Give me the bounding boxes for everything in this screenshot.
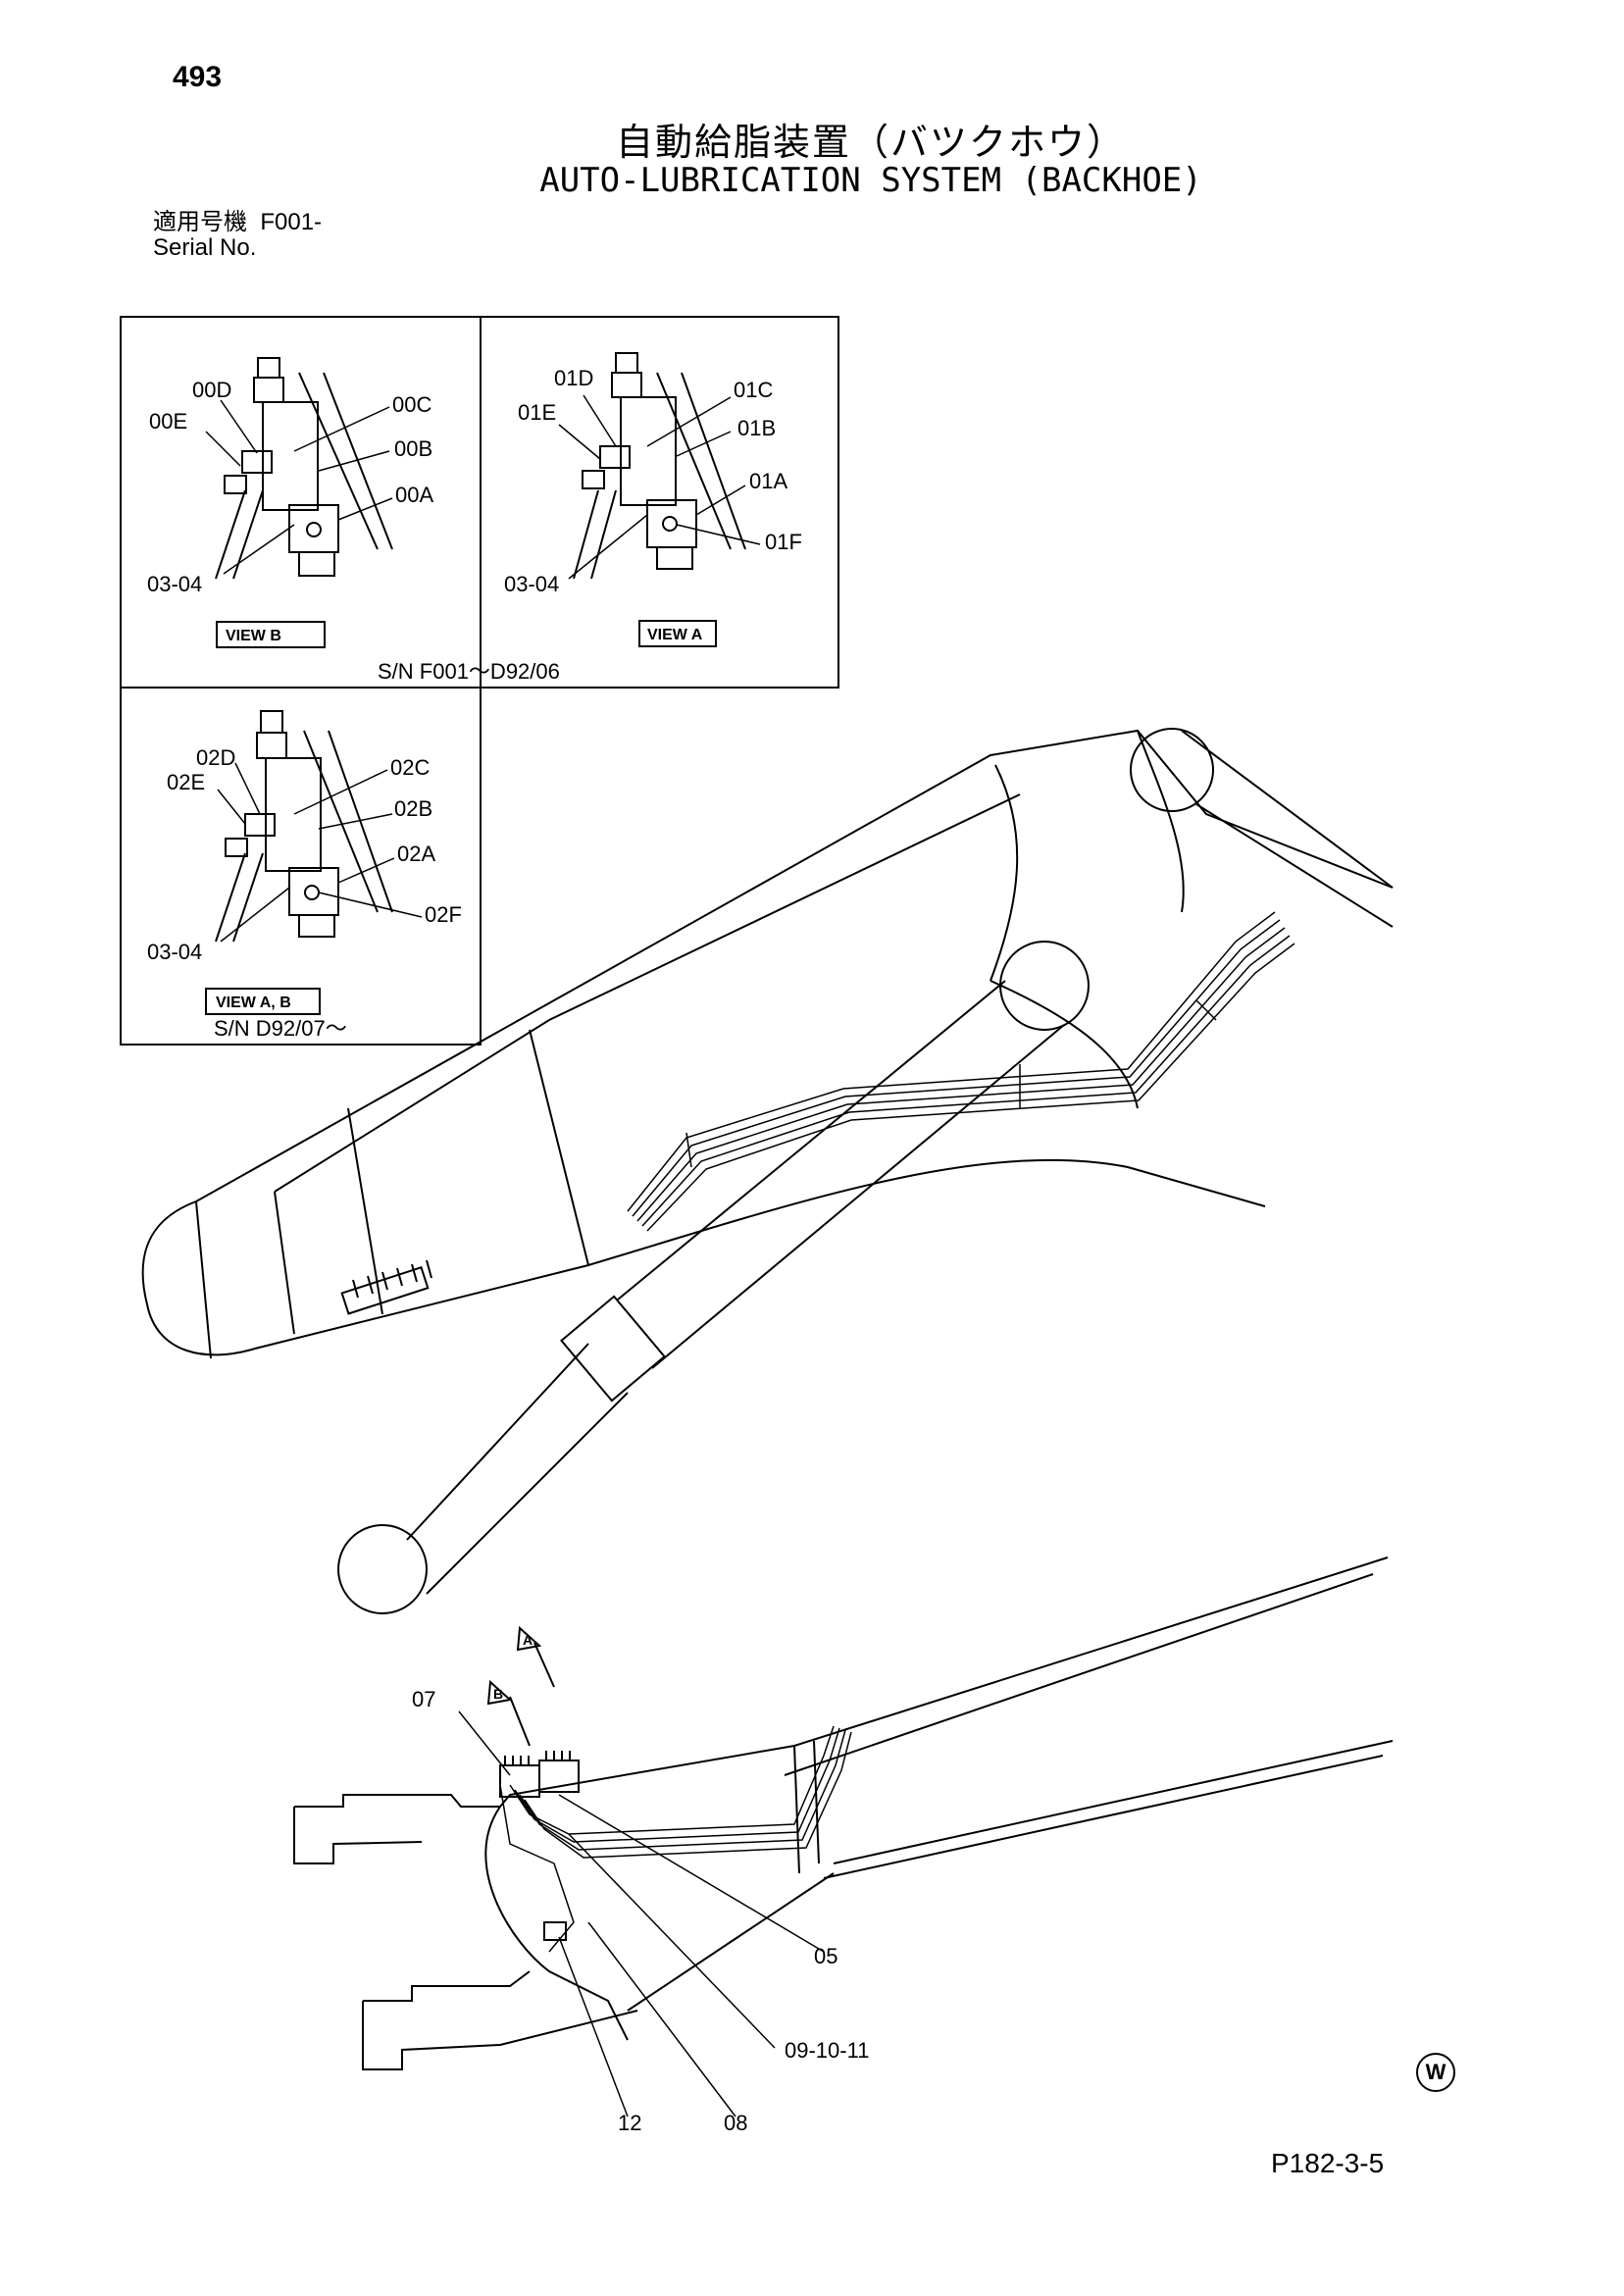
callout-01c: 01C — [734, 378, 773, 402]
callout-07: 07 — [412, 1687, 435, 1711]
main-leaders — [458, 1710, 825, 2117]
callout-02d: 02D — [196, 745, 235, 770]
callout-01e: 01E — [518, 400, 556, 425]
callout-09-10-11: 09-10-11 — [785, 2038, 869, 2063]
view-b-box — [216, 621, 326, 648]
inset-view-a-leaders — [558, 394, 761, 580]
view-arrow-letters: A B — [493, 1632, 533, 1702]
callout-08: 08 — [724, 2111, 747, 2135]
boom-outline — [141, 729, 1394, 1359]
callout-01d: 01D — [554, 366, 593, 390]
serial-applicability: 適用号機 F001- Serial No. — [153, 210, 322, 261]
inset-top-serial: S/N F001～D92/06 — [378, 659, 560, 684]
inset-view-a-drawing — [573, 352, 746, 580]
inset-frames — [120, 316, 839, 1046]
serial-label-jp: 適用号機 — [153, 209, 247, 235]
serial-value: F001- — [260, 209, 323, 235]
callout-00e: 00E — [149, 409, 187, 434]
view-arrows — [486, 1625, 555, 1747]
inset-ab-serial: S/N D92/07～ — [214, 1016, 347, 1041]
inset-view-ab-drawing — [215, 710, 393, 943]
inset-view-ab-leaders — [217, 762, 423, 943]
callout-labels: 00D 00E 00C 00B 00A 03-04 01D 01E 01C 01… — [147, 366, 869, 2135]
boom-top-pin — [1130, 728, 1394, 928]
arrow-b-letter: B — [493, 1686, 503, 1702]
callout-00d: 00D — [192, 378, 231, 402]
callout-view-ab-pipe: 03-04 — [147, 940, 202, 964]
view-b-label: VIEW B — [226, 628, 281, 644]
inset-view-b-leaders — [205, 399, 393, 575]
manifold-blocks — [499, 1751, 580, 1941]
callout-02c: 02C — [390, 755, 430, 780]
callout-view-b-pipe: 03-04 — [147, 572, 202, 596]
view-ab-box — [205, 988, 321, 1015]
page-number: 493 — [173, 61, 223, 93]
arrow-a-letter: A — [523, 1632, 533, 1648]
callout-02f: 02F — [425, 902, 462, 927]
callout-01b: 01B — [737, 416, 776, 440]
title-english: AUTO-LUBRICATION SYSTEM (BACKHOE) — [539, 161, 1202, 200]
callout-02a: 02A — [397, 842, 435, 866]
callout-00a: 00A — [395, 483, 433, 507]
title-japanese: 自動給脂装置（バツクホウ） — [615, 123, 1126, 164]
view-a-box — [638, 620, 717, 647]
inset-view-b-drawing — [215, 357, 393, 580]
callout-view-a-pipe: 03-04 — [504, 572, 559, 596]
serial-label-en: Serial No. — [153, 234, 257, 261]
callout-05: 05 — [814, 1944, 837, 1968]
view-labels: VIEW B VIEW A VIEW A, B — [216, 627, 703, 1011]
callout-01a: 01A — [749, 469, 787, 493]
w-mark-icon: W — [1416, 2053, 1455, 2092]
serial-line-1: 適用号機 F001- — [153, 210, 322, 235]
boom-lower-fittings — [340, 1259, 432, 1315]
base-frame-outline — [293, 1556, 1394, 2070]
view-a-label: VIEW A — [647, 627, 703, 643]
callout-00c: 00C — [392, 392, 431, 417]
view-ab-label: VIEW A, B — [216, 995, 291, 1011]
inset-serials: S/N F001～D92/06 S/N D92/07～ — [214, 659, 560, 1041]
callout-02e: 02E — [167, 770, 205, 794]
boom-cylinder — [337, 941, 1090, 1614]
callout-12: 12 — [618, 2111, 641, 2135]
callout-00b: 00B — [394, 436, 432, 461]
footer-page-code: P182-3-5 — [1271, 2148, 1385, 2178]
callout-01f: 01F — [765, 530, 802, 554]
boom-grease-lines — [627, 911, 1295, 1232]
callout-02b: 02B — [394, 796, 432, 821]
